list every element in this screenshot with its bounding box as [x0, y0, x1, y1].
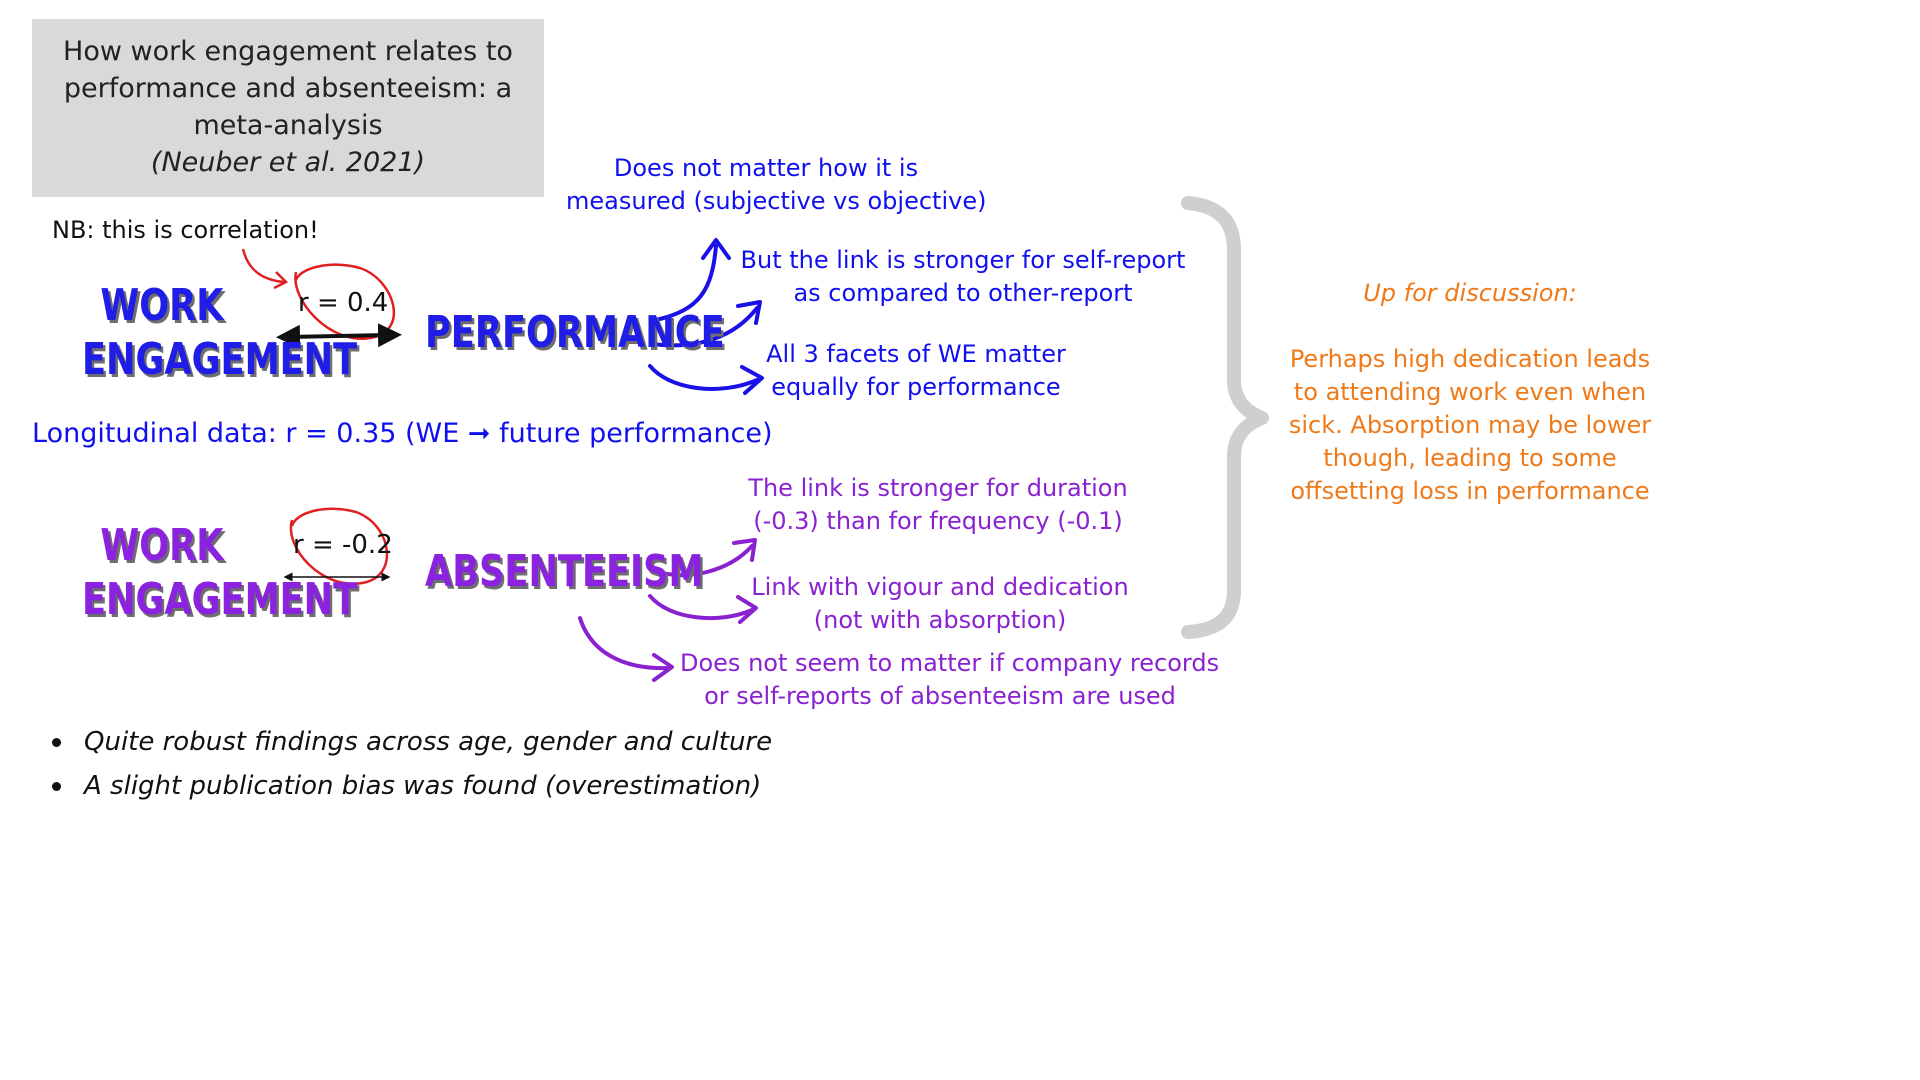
title-box	[32, 19, 544, 197]
findings-bullet-list: Quite robust findings across age, gender…	[52, 720, 772, 808]
absenteeism-label: ABSENTEEISM	[425, 546, 704, 597]
absenteeism-note-1: The link is stronger for duration (-0.3)…	[738, 472, 1138, 538]
absenteeism-note-2: Link with vigour and dedication (not wit…	[740, 571, 1140, 637]
arrow-absenteeism-note-2-head	[736, 595, 758, 624]
title-citation: (Neuber et al. 2021)	[150, 147, 426, 178]
title: How work engagement relates to performan…	[32, 33, 544, 181]
arrow-absenteeism-note-3	[578, 616, 672, 671]
we-line-1: WORK	[100, 520, 224, 571]
correlation-circle-absenteeism	[289, 507, 389, 586]
discussion-line: to attending work even when	[1293, 378, 1647, 406]
correlation-absenteeism: r = -0.2	[293, 530, 393, 560]
we-line-2: ENGAGEMENT	[82, 334, 358, 385]
correlation-performance: r = 0.4	[298, 288, 389, 318]
bullet-text: A slight publication bias was found (ove…	[84, 771, 762, 801]
nb-pointer-arrow	[241, 248, 285, 284]
note-line: The link is stronger for duration	[748, 474, 1128, 502]
we-line-1: WORK	[100, 280, 224, 331]
arrow-performance-note-2-head	[736, 300, 762, 325]
arrow-performance-note-1-head	[701, 238, 731, 260]
work-engagement-label-performance: WORK ENGAGEMENT	[82, 279, 358, 387]
arrow-performance-note-3	[648, 364, 759, 391]
note-line: (not with absorption)	[813, 606, 1067, 634]
note-line: Link with vigour and dedication	[751, 573, 1129, 601]
arrow-absenteeism-note-1	[653, 544, 754, 578]
arrow-absenteeism-note-3-head	[652, 653, 674, 682]
bullet-item: A slight publication bias was found (ove…	[52, 764, 772, 808]
note-line: (-0.3) than for frequency (-0.1)	[753, 507, 1123, 535]
nb-note: NB: this is correlation!	[52, 216, 319, 244]
discussion-line: sick. Absorption may be lower	[1288, 411, 1652, 439]
discussion-heading: Up for discussion:	[1363, 279, 1577, 307]
performance-note-3: All 3 facets of WE matter equally for pe…	[756, 338, 1076, 404]
discussion-line: Perhaps high dedication leads	[1289, 345, 1651, 373]
discussion-line: though, leading to some	[1323, 444, 1617, 472]
performance-label: PERFORMANCE	[425, 307, 725, 358]
note-line: as compared to other-report	[793, 279, 1133, 307]
arrow-performance-note-1	[654, 244, 718, 322]
note-line: But the link is stronger for self-report	[740, 246, 1186, 274]
arrow-absenteeism-note-1-head	[732, 538, 757, 562]
title-line-2: performance and absenteeism: a	[63, 73, 513, 104]
discussion-line: offsetting loss in performance	[1290, 477, 1650, 505]
longitudinal-note: Longitudinal data: r = 0.35 (WE ➞ future…	[32, 418, 773, 449]
nb-pointer-arrowhead	[273, 271, 289, 290]
bullet-dot-icon	[52, 782, 61, 791]
arrow-performance-note-3-head	[740, 365, 764, 395]
work-engagement-label-absenteeism: WORK ENGAGEMENT	[82, 519, 358, 627]
note-line: measured (subjective vs objective)	[566, 187, 987, 215]
grouping-brace	[1181, 196, 1269, 639]
note-line: Does not seem to matter if company recor…	[680, 649, 1220, 677]
discussion: Up for discussion: Perhaps high dedicati…	[1280, 277, 1660, 508]
bullet-item: Quite robust findings across age, gender…	[52, 720, 772, 764]
performance-note-1: Does not matter how it is measured (subj…	[566, 152, 987, 218]
we-line-2: ENGAGEMENT	[82, 574, 358, 625]
note-line: Does not matter how it is	[613, 154, 919, 182]
performance-note-2: But the link is stronger for self-report…	[738, 244, 1188, 310]
absenteeism-note-3: Does not seem to matter if company recor…	[680, 647, 1220, 713]
title-line-1: How work engagement relates to	[63, 36, 513, 67]
note-line: equally for performance	[771, 373, 1061, 401]
note-line: All 3 facets of WE matter	[766, 340, 1066, 368]
arrow-performance-note-2	[650, 306, 759, 348]
correlation-circle-performance	[294, 263, 396, 340]
bullet-dot-icon	[52, 738, 61, 747]
note-line: or self-reports of absenteeism are used	[704, 682, 1176, 710]
arrow-absenteeism-note-2	[648, 594, 754, 621]
bullet-text: Quite robust findings across age, gender…	[84, 727, 773, 757]
correlation-arrow-performance	[276, 323, 402, 349]
title-line-3: meta-analysis	[193, 110, 383, 141]
